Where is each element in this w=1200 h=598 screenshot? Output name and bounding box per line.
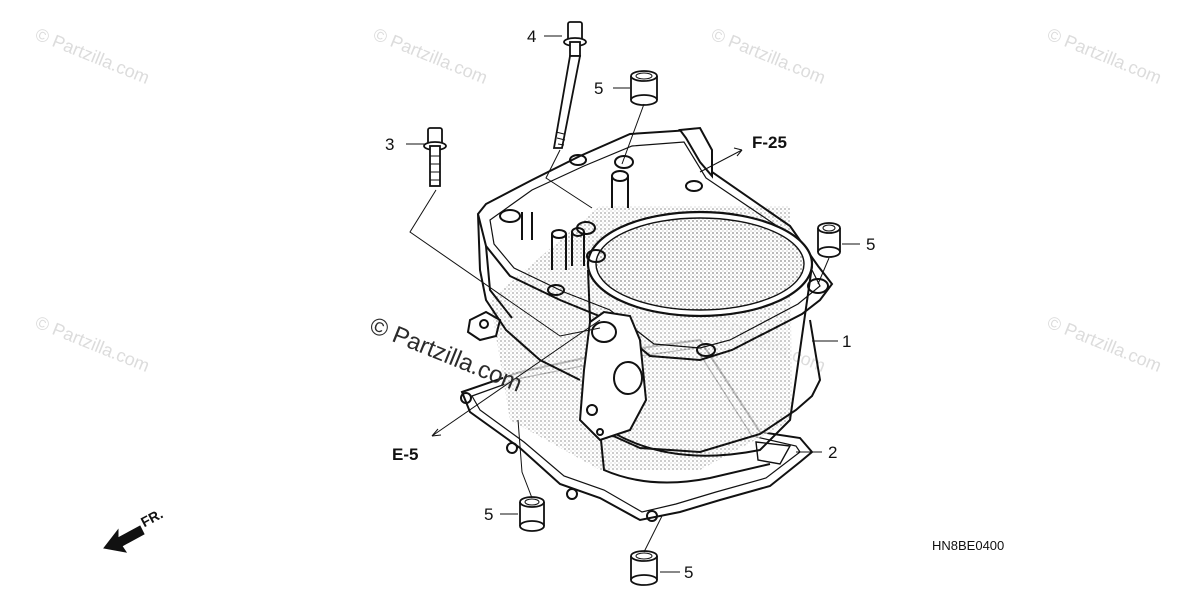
callout-part-5[interactable]: 5 (594, 79, 604, 98)
callout-part-2[interactable]: 2 (828, 443, 838, 462)
cylinder (466, 126, 834, 484)
callout-part-5[interactable]: 5 (684, 563, 694, 582)
callout-part-5[interactable]: 5 (866, 235, 876, 254)
reference-e5-link[interactable]: E-5 (392, 445, 419, 464)
bolt-long (552, 21, 587, 149)
bolt-short (423, 127, 447, 187)
dowel-pin-bottom-left (519, 496, 545, 532)
leader-lines (406, 35, 860, 573)
callout-part-5[interactable]: 5 (484, 505, 494, 524)
callout-part-1[interactable]: 1 (842, 332, 852, 351)
dowel-pin-top (630, 70, 658, 106)
dowel-pin-right (817, 222, 841, 258)
callout-part-4[interactable]: 4 (527, 27, 537, 46)
dowel-pin-bottom (630, 550, 658, 586)
reference-f25-link[interactable]: F-25 (752, 133, 787, 152)
callout-part-3[interactable]: 3 (385, 135, 395, 154)
front-direction-arrow (103, 525, 145, 553)
diagram-code: HN8BE0400 (932, 538, 1005, 553)
